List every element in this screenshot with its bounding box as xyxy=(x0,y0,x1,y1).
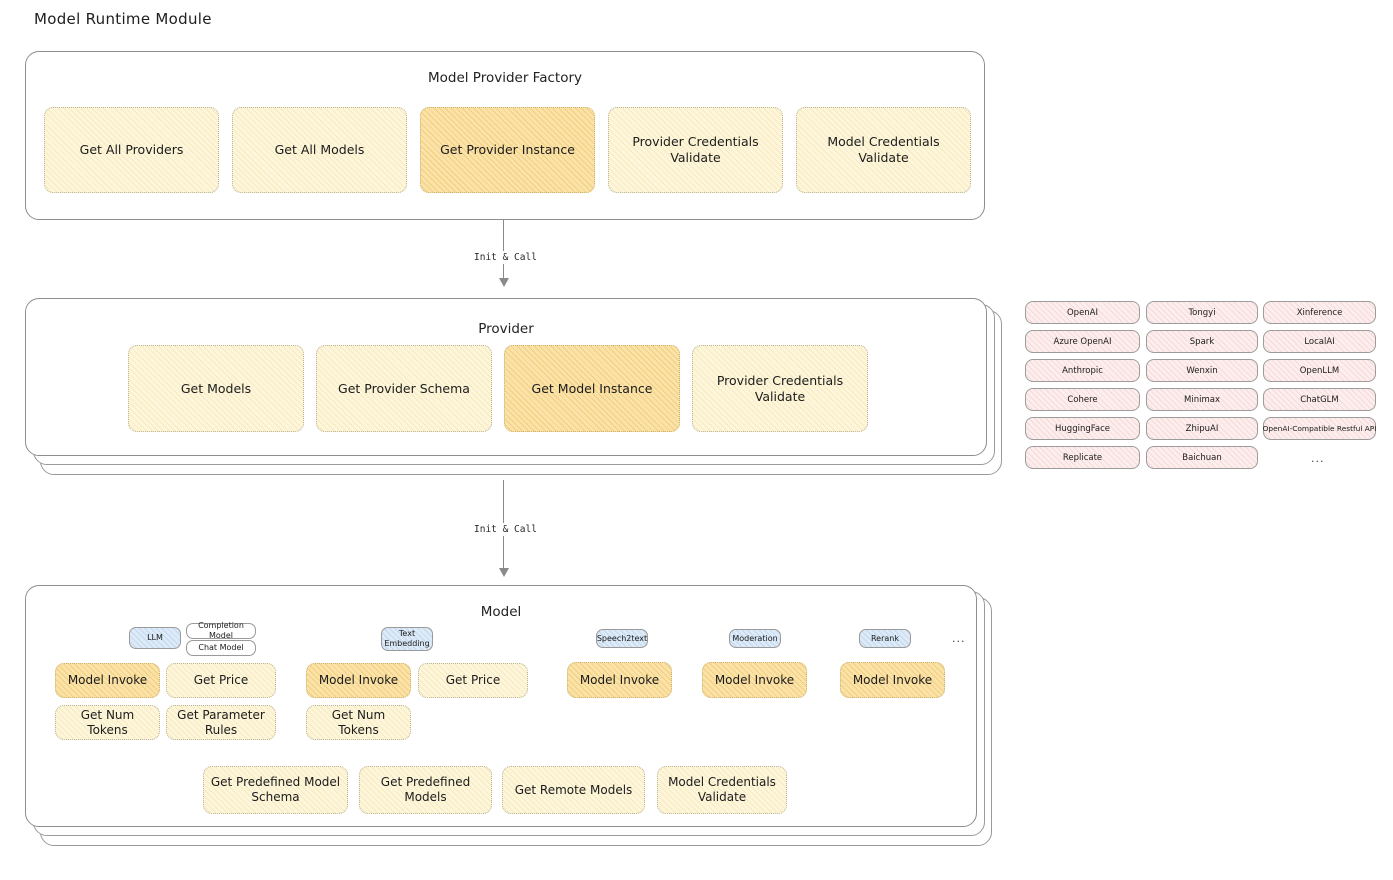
card-get-all-providers[interactable]: Get All Providers xyxy=(44,107,219,193)
model-type-tag-moderation[interactable]: Moderation xyxy=(729,629,781,648)
model-subtag-chat-model[interactable]: Chat Model xyxy=(186,640,256,656)
provider-chip-localai[interactable]: LocalAI xyxy=(1263,330,1376,353)
card-llm-get-num-tokens[interactable]: Get Num Tokens xyxy=(55,705,160,740)
provider-chip-openai[interactable]: OpenAI xyxy=(1025,301,1140,324)
model-provider-factory-title: Model Provider Factory xyxy=(427,70,582,86)
card-provider-credentials-validate-2[interactable]: Provider Credentials Validate xyxy=(692,345,868,432)
model-type-tag-rerank[interactable]: Rerank xyxy=(859,629,911,648)
provider-chip-wenxin[interactable]: Wenxin xyxy=(1146,359,1258,382)
arrow-factory-to-provider-label: Init & Call xyxy=(471,251,540,264)
model-container xyxy=(25,585,977,827)
provider-chip-tongyi[interactable]: Tongyi xyxy=(1146,301,1258,324)
model-subtag-completion-model[interactable]: Completion Model xyxy=(186,621,256,640)
provider-chip-chatglm[interactable]: ChatGLM xyxy=(1263,388,1376,411)
card-speech2text-model-invoke[interactable]: Model Invoke xyxy=(567,662,672,698)
card-provider-credentials-validate[interactable]: Provider Credentials Validate xyxy=(608,107,783,193)
card-model-credentials-validate[interactable]: Model Credentials Validate xyxy=(796,107,971,193)
provider-chip-anthropic[interactable]: Anthropic xyxy=(1025,359,1140,382)
provider-chip-xinference[interactable]: Xinference xyxy=(1263,301,1376,324)
card-model-credentials-validate-2[interactable]: Model Credentials Validate xyxy=(657,766,787,814)
card-rerank-model-invoke[interactable]: Model Invoke xyxy=(840,662,945,698)
model-types-more-ellipsis: ... xyxy=(952,632,966,645)
arrow-factory-to-provider-head xyxy=(499,278,509,287)
model-type-tag-text-embedding[interactable]: Text Embedding xyxy=(381,627,433,651)
provider-chip-openai-compatible-restful-api[interactable]: OpenAI-Compatible Restful API xyxy=(1263,417,1376,440)
card-get-remote-models[interactable]: Get Remote Models xyxy=(502,766,645,814)
provider-title: Provider xyxy=(478,321,534,337)
model-title: Model xyxy=(480,604,522,620)
arrow-provider-to-model-label: Init & Call xyxy=(471,523,540,536)
provider-chip-replicate[interactable]: Replicate xyxy=(1025,446,1140,469)
model-type-tag-speech2text[interactable]: Speech2text xyxy=(596,629,648,648)
provider-chip-openllm[interactable]: OpenLLM xyxy=(1263,359,1376,382)
provider-chip-baichuan[interactable]: Baichuan xyxy=(1146,446,1258,469)
card-get-models[interactable]: Get Models xyxy=(128,345,304,432)
provider-chip-huggingface[interactable]: HuggingFace xyxy=(1025,417,1140,440)
card-llm-get-parameter-rules[interactable]: Get Parameter Rules xyxy=(166,705,276,740)
card-embedding-model-invoke[interactable]: Model Invoke xyxy=(306,663,411,698)
card-moderation-model-invoke[interactable]: Model Invoke xyxy=(702,662,807,698)
provider-chip-azure-openai[interactable]: Azure OpenAI xyxy=(1025,330,1140,353)
provider-chip-spark[interactable]: Spark xyxy=(1146,330,1258,353)
provider-chip-cohere[interactable]: Cohere xyxy=(1025,388,1140,411)
card-embedding-get-num-tokens[interactable]: Get Num Tokens xyxy=(306,705,411,740)
card-llm-get-price[interactable]: Get Price xyxy=(166,663,276,698)
card-embedding-get-price[interactable]: Get Price xyxy=(418,663,528,698)
card-get-predefined-models[interactable]: Get Predefined Models xyxy=(359,766,492,814)
model-type-tag-llm[interactable]: LLM xyxy=(129,627,181,649)
page-title: Model Runtime Module xyxy=(34,10,212,28)
card-get-provider-instance[interactable]: Get Provider Instance xyxy=(420,107,595,193)
provider-chip-zhipuai[interactable]: ZhipuAI xyxy=(1146,417,1258,440)
card-get-model-instance[interactable]: Get Model Instance xyxy=(504,345,680,432)
arrow-provider-to-model-head xyxy=(499,568,509,577)
card-get-predefined-model-schema[interactable]: Get Predefined Model Schema xyxy=(203,766,348,814)
card-llm-model-invoke[interactable]: Model Invoke xyxy=(55,663,160,698)
provider-list-more-ellipsis: ... xyxy=(1311,452,1325,465)
card-get-provider-schema[interactable]: Get Provider Schema xyxy=(316,345,492,432)
provider-chip-minimax[interactable]: Minimax xyxy=(1146,388,1258,411)
card-get-all-models[interactable]: Get All Models xyxy=(232,107,407,193)
